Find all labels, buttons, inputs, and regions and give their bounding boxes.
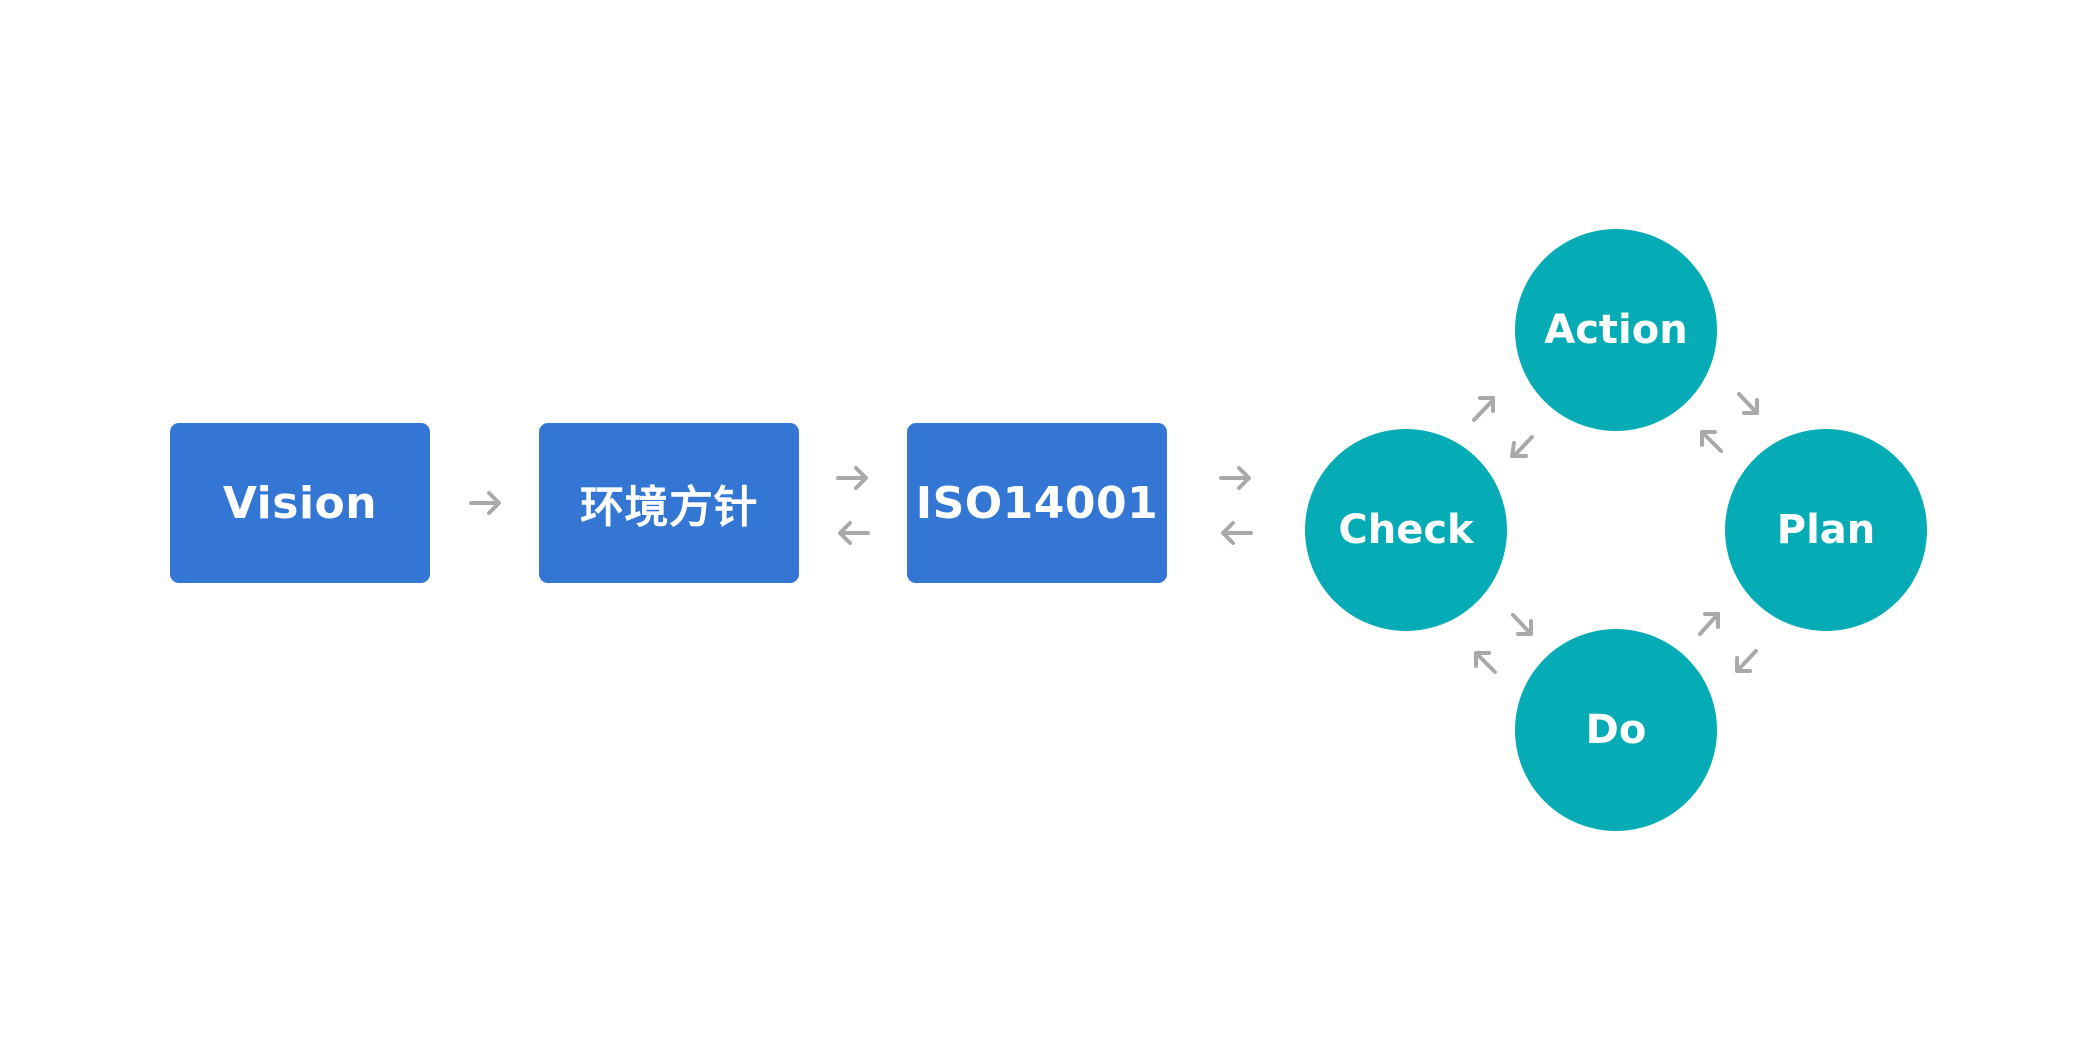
plan-circle: Plan [1725,429,1927,631]
vision-box: Vision [170,423,430,583]
arrow-left-icon [838,521,870,545]
iso14001-box: ISO14001 [907,423,1167,583]
arrow-right-icon [469,491,501,515]
check-label: Check [1338,507,1474,553]
iso14001-label: ISO14001 [915,477,1159,529]
arrow-left-icon [1221,521,1253,545]
arrow-right-icon [836,466,868,490]
arrow-up-right-icon [1472,396,1495,422]
arrow-right-icon [1219,466,1251,490]
check-circle: Check [1305,429,1507,631]
arrow-down-right-icon [1511,613,1533,636]
environmental-policy-label: 环境方针 [580,482,758,533]
environmental-policy-box: 环境方针 [539,423,799,583]
arrow-down-right-icon [1737,392,1759,415]
action-circle: Action [1515,229,1717,431]
arrow-up-left-icon [1474,651,1497,674]
arrow-up-right-icon [1698,612,1720,636]
do-label: Do [1585,707,1647,753]
plan-label: Plan [1776,507,1876,553]
arrow-down-left-icon [1510,435,1534,458]
do-circle: Do [1515,629,1717,831]
action-label: Action [1544,307,1688,353]
arrow-down-left-icon [1735,649,1758,673]
vision-label: Vision [222,477,378,529]
arrow-up-left-icon [1700,430,1723,453]
